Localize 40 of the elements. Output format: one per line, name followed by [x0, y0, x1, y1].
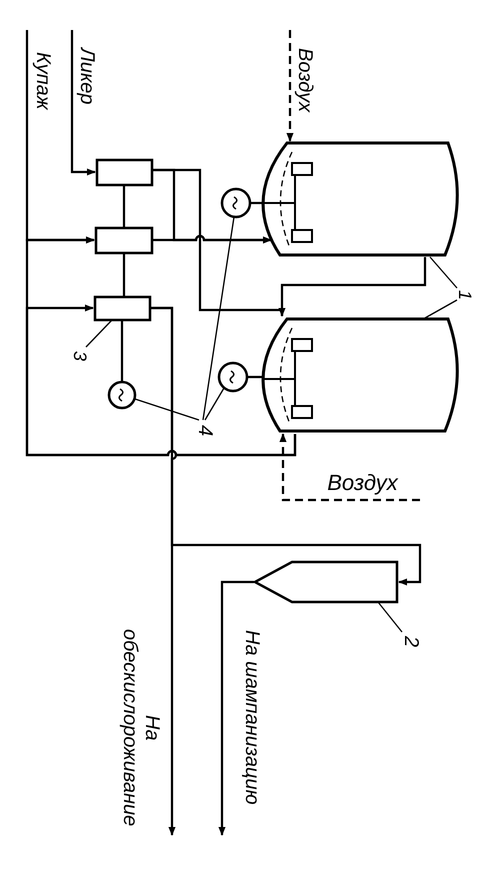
motor-symbol [218, 362, 248, 392]
stream-label: Ликер [72, 30, 102, 122]
tank-drawing [262, 142, 459, 256]
air-line [286, 30, 294, 142]
stream-label: Воздух [290, 30, 320, 130]
apparatus-box [94, 296, 152, 322]
pipe-line [122, 186, 126, 227]
leader-line [202, 216, 235, 420]
pipe-line [247, 376, 264, 378]
callout-number: 3 [68, 345, 90, 367]
pipe-line [122, 254, 126, 296]
callout-number: 1 [455, 285, 473, 305]
leader-line [134, 398, 200, 421]
motor-symbol [108, 380, 136, 410]
leader-line [430, 256, 458, 288]
pipe-line [120, 321, 124, 381]
pipe-line [280, 257, 426, 316]
motor-symbol [220, 188, 252, 218]
stream-label: Воздух [305, 466, 420, 500]
leader-line [424, 299, 458, 319]
pipe-line [250, 202, 264, 204]
pipe-line [218, 580, 254, 836]
callout-number: 4 [193, 420, 217, 442]
leader-line [86, 320, 112, 348]
stream-label: На обескислороживание [110, 620, 172, 835]
apparatus-box [94, 226, 154, 254]
pipe-line [153, 168, 286, 317]
stream-label: На шампанизацию [222, 600, 282, 835]
pipe-line [151, 306, 422, 586]
stream-label: Купаж [27, 30, 59, 132]
leader-line [204, 388, 225, 420]
tank-drawing [262, 318, 459, 432]
pipe-line [26, 304, 296, 456]
leader-line [378, 602, 402, 632]
air-line [279, 433, 420, 502]
callout-number: 2 [400, 630, 422, 654]
apparatus-box [96, 158, 154, 186]
filter-symbol [252, 560, 398, 604]
pipe-line [153, 234, 272, 244]
pipe-line [70, 30, 96, 176]
